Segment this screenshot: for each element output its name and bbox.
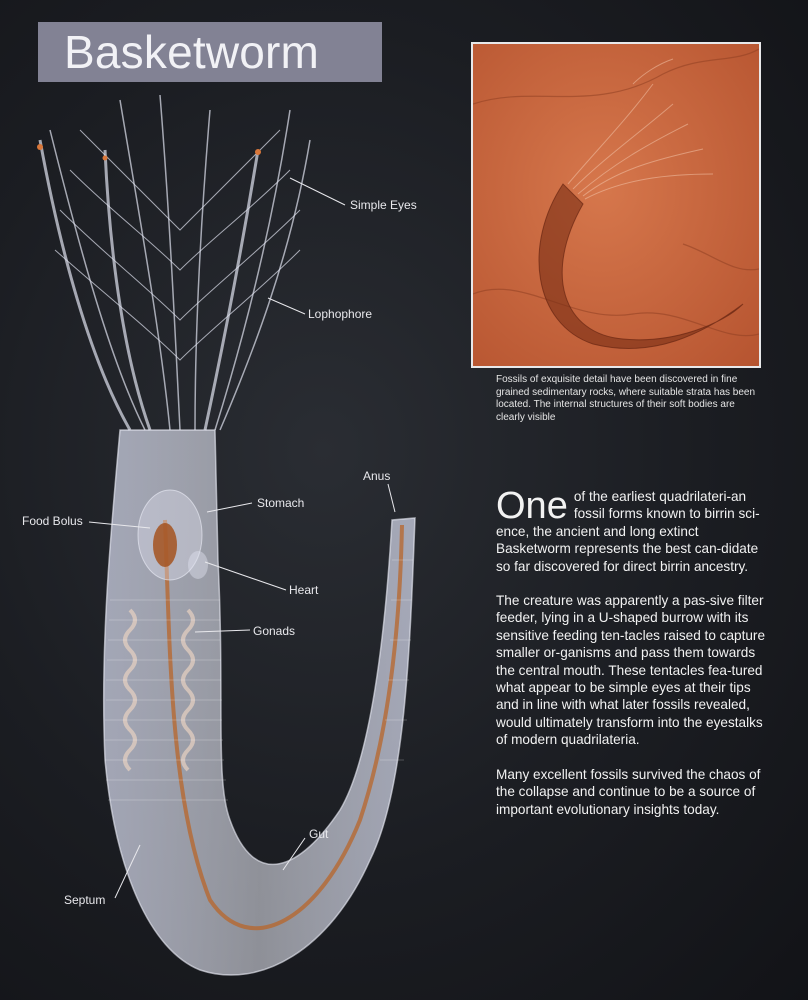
label-heart: Heart [289,583,319,597]
worm-body [102,429,416,976]
label-septum: Septum [64,893,106,907]
simple-eye-icon [102,155,108,161]
basketworm-illustration [37,94,416,976]
photo-caption: Fossils of exquisite detail have been di… [496,374,756,423]
fossil-worm [538,183,744,349]
page-title: Basketworm [64,26,320,78]
label-stomach: Stomach [257,496,305,510]
article-paragraph-3: Many excellent fossils survived the chao… [496,766,761,817]
drop-cap-word: One [496,485,568,527]
article-paragraph-2: The creature was apparently a pas-sive f… [496,593,766,748]
gut-tract [163,519,404,931]
heart [188,551,208,579]
food-bolus [153,523,177,567]
label-lophophore: Lophophore [308,307,373,321]
paragraph-1-text: of the earliest quadrilateri-an fossil f… [496,489,760,574]
label-gonads: Gonads [253,624,296,638]
label-gut: Gut [309,827,329,841]
simple-eye-icon [37,144,43,150]
gonads [181,608,195,772]
label-simple-eyes: Simple Eyes [350,198,417,212]
title-banner [38,22,382,82]
fossil-photo [471,42,761,368]
gonads [123,608,137,772]
simple-eye-icon [255,149,261,155]
lophophore-tentacles [38,94,311,431]
label-food-bolus: Food Bolus [22,514,83,528]
label-anus: Anus [363,469,391,483]
